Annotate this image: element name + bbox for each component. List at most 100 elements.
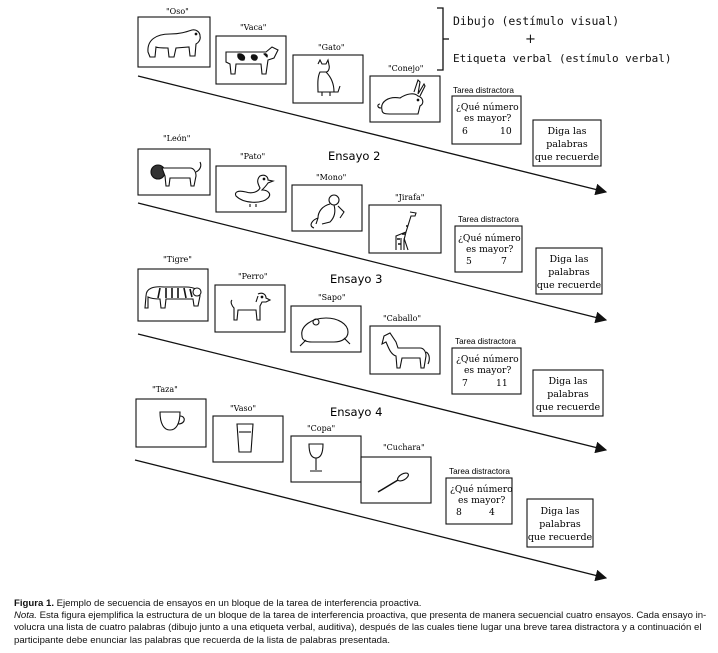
tiger-icon	[144, 286, 202, 309]
distractor-label: Tarea distractora	[458, 215, 519, 224]
recall-text: Diga las	[550, 254, 589, 265]
wine-glass-icon	[308, 443, 324, 472]
figure-title-text: Ejemplo de secuencia de ensayos en un bl…	[56, 598, 422, 609]
recall-box	[526, 498, 594, 548]
figure-note: Nota. Esta figura ejemplifica la estruct…	[14, 610, 709, 647]
figure-title: Figura 1.	[14, 598, 54, 609]
stimulus-label: "Vaso"	[230, 404, 256, 413]
cow-icon	[225, 46, 279, 75]
distractor-number-b: 10	[500, 126, 512, 137]
figure-note-label: Nota.	[14, 610, 37, 622]
recall-text: que recuerde	[537, 280, 602, 291]
distractor-question-2: es mayor?	[466, 244, 513, 255]
recall-text: palabras	[547, 389, 589, 400]
distractor-question-1: ¿Qué número	[456, 102, 519, 113]
recall-text: palabras	[539, 519, 581, 530]
dog-icon	[230, 292, 272, 321]
trial-4-arrow	[134, 459, 608, 582]
distractor-number-b: 11	[496, 378, 508, 389]
trial-1-arrow	[137, 75, 608, 196]
stimulus-card	[369, 325, 441, 375]
legend-plus: +	[525, 32, 536, 47]
stimulus-label: "Jirafa"	[395, 193, 424, 202]
legend-line-2: Etiqueta verbal (estímulo verbal)	[453, 52, 672, 65]
figure-caption: Figura 1. Ejemplo de secuencia de ensayo…	[14, 598, 709, 647]
stimulus-card	[368, 204, 442, 254]
recall-text: palabras	[546, 139, 588, 150]
stimulus-label: "Copa"	[307, 424, 335, 433]
recall-text: que recuerde	[536, 402, 601, 413]
stimulus-card	[135, 398, 207, 448]
glass-icon	[236, 423, 254, 453]
stimulus-card	[360, 456, 432, 504]
stimulus-card	[291, 184, 363, 232]
distractor-box	[451, 95, 522, 145]
distractor-number-a: 7	[462, 378, 468, 389]
stimulus-card	[137, 16, 211, 68]
distractor-label: Tarea distractora	[455, 337, 516, 346]
trial-2-arrow	[137, 202, 608, 324]
legend-bracket	[437, 7, 444, 71]
stimulus-label: "Conejo"	[388, 64, 423, 73]
figure-title-line: Figura 1. Ejemplo de secuencia de ensayo…	[14, 598, 709, 610]
distractor-number-a: 8	[456, 507, 462, 518]
recall-text: Diga las	[548, 126, 587, 137]
distractor-question-1: ¿Qué número	[450, 484, 513, 495]
bear-icon	[147, 29, 201, 58]
distractor-question-1: ¿Qué número	[458, 233, 521, 244]
trial-title: Ensayo 2	[328, 149, 380, 163]
distractor-question-2: es mayor?	[464, 113, 511, 124]
distractor-number-b: 7	[501, 256, 507, 267]
trial-sequence-diagram: Dibujo (estímulo visual) + Etiqueta verb…	[134, 7, 672, 582]
recall-box	[532, 369, 604, 417]
recall-text: que recuerde	[535, 152, 600, 163]
distractor-label: Tarea distractora	[453, 86, 514, 95]
stimulus-label: "Cuchara"	[383, 443, 425, 452]
recall-box	[532, 119, 602, 167]
cat-icon	[317, 58, 341, 96]
distractor-number-a: 6	[462, 126, 468, 137]
recall-text: Diga las	[541, 506, 580, 517]
frog-icon	[299, 317, 351, 347]
stimulus-label: "Tigre"	[163, 255, 192, 264]
stimulus-label: "Caballo"	[383, 314, 421, 323]
horse-icon	[381, 332, 430, 369]
stimulus-label: "Vaca"	[240, 23, 266, 32]
stimulus-label: "Oso"	[166, 7, 189, 16]
stimulus-label: "León"	[163, 134, 190, 143]
lion-icon	[150, 161, 202, 187]
distractor-question-1: ¿Qué número	[456, 354, 519, 365]
recall-text: palabras	[548, 267, 590, 278]
distractor-number-b: 4	[489, 507, 495, 518]
stimulus-label: "Sapo"	[318, 293, 346, 302]
rabbit-icon	[377, 78, 426, 115]
spoon-icon	[377, 472, 409, 493]
distractor-box	[451, 347, 522, 395]
giraffe-icon	[395, 211, 417, 251]
figure-note-text: Esta figura ejemplifica la estructura de…	[14, 610, 707, 646]
stimulus-card	[212, 415, 284, 463]
trial-title: Ensayo 3	[330, 272, 382, 286]
distractor-question-2: es mayor?	[458, 495, 505, 506]
duck-icon	[234, 174, 275, 207]
stimulus-card	[369, 75, 441, 123]
stimulus-card	[214, 284, 286, 333]
legend-line-1: Dibujo (estímulo visual)	[453, 14, 619, 28]
stimulus-label: "Perro"	[238, 272, 268, 281]
stimulus-card	[290, 435, 362, 483]
stimulus-label: "Pato"	[240, 152, 265, 161]
stimulus-label: "Taza"	[152, 385, 178, 394]
trial-3: Ensayo 3 "Tigre" "Perro" "Sapo" "Caballo…	[137, 255, 608, 454]
distractor-question-2: es mayor?	[464, 365, 511, 376]
stimulus-label: "Mono"	[316, 173, 346, 182]
trial-title: Ensayo 4	[330, 405, 382, 419]
recall-text: que recuerde	[528, 532, 593, 543]
stimulus-card	[215, 165, 287, 213]
stimulus-card	[292, 54, 364, 104]
trial-2: Ensayo 2 "León" "Pato" "Mono" "Jirafa"	[137, 134, 608, 324]
distractor-box	[454, 225, 523, 273]
trial-4: Ensayo 4 "Taza" "Vaso" "Copa" "Cuchara" …	[134, 385, 608, 582]
distractor-number-a: 5	[466, 256, 472, 267]
stimulus-label: "Gato"	[318, 43, 345, 52]
distractor-box	[445, 477, 513, 525]
